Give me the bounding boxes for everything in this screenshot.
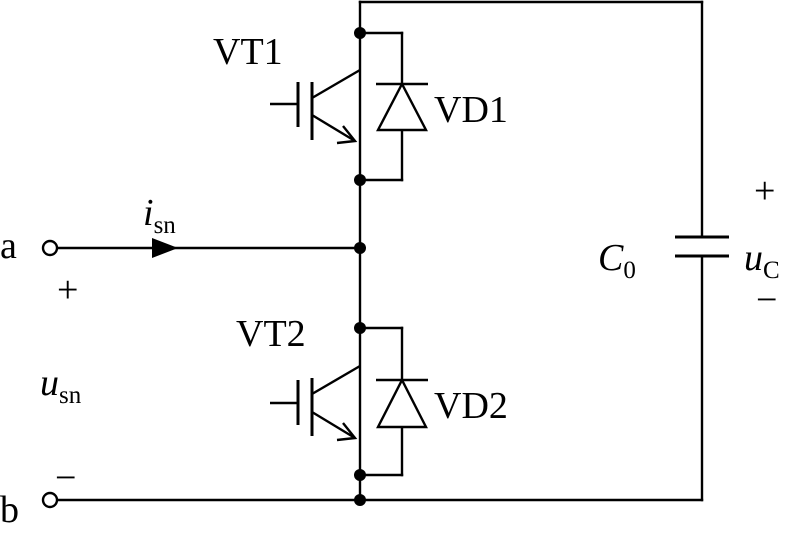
labels: a b + − usn isn VT1 VD1 VT2 VD2 C0 + uC … [0,31,780,531]
capacitor-voltage-label: uC [744,237,780,284]
terminal-a [41,239,59,257]
capacitor-label: C0 [598,237,636,284]
lower-switch [270,326,428,477]
capacitor-minus-sign: − [756,279,777,321]
vt1-label: VT1 [213,31,283,73]
upper-switch [270,31,428,182]
vt2-collector-lead [311,364,361,396]
capacitor-c0 [675,235,729,258]
junction-dot [354,27,366,39]
junction-dot [354,469,366,481]
vt2-emitter-arrow-icon [336,422,358,442]
vt2-emitter-lead [311,410,356,440]
terminal-a-circle [41,239,59,257]
capacitor-voltage-symbol: u [744,237,763,279]
vd2-diode-icon [376,377,428,429]
terminal-a-label: a [0,225,17,267]
source-voltage-label: usn [40,362,82,409]
junction-dot [354,494,366,506]
terminal-b-label: b [0,489,19,531]
vd2-label: VD2 [434,385,508,427]
junction-dot [354,322,366,334]
source-minus-sign: − [55,457,76,499]
vd1-diode-icon [376,81,428,132]
junction-dots [354,27,366,506]
vt1-emitter-arrow-icon [336,125,358,145]
source-voltage-subscript: sn [59,382,82,409]
source-voltage-symbol: u [40,362,59,404]
vt1-emitter-lead [311,113,356,143]
capacitor-symbol: C [598,237,624,279]
capacitor-plus-sign: + [754,170,775,212]
source-current-symbol: i [143,192,154,234]
source-plus-sign: + [57,269,78,311]
junction-dot [354,242,366,254]
capacitor-voltage-subscript: C [763,257,780,284]
terminal-b-circle [41,491,59,509]
current-arrow-icon [152,238,178,258]
terminal-b [41,491,59,509]
capacitor-subscript: 0 [623,257,636,284]
junction-dot [354,174,366,186]
vt1-collector-lead [311,68,361,100]
vd1-label: VD1 [434,89,508,131]
source-current-label: isn [143,192,176,239]
source-current-subscript: sn [154,212,177,239]
vt2-label: VT2 [236,313,306,355]
